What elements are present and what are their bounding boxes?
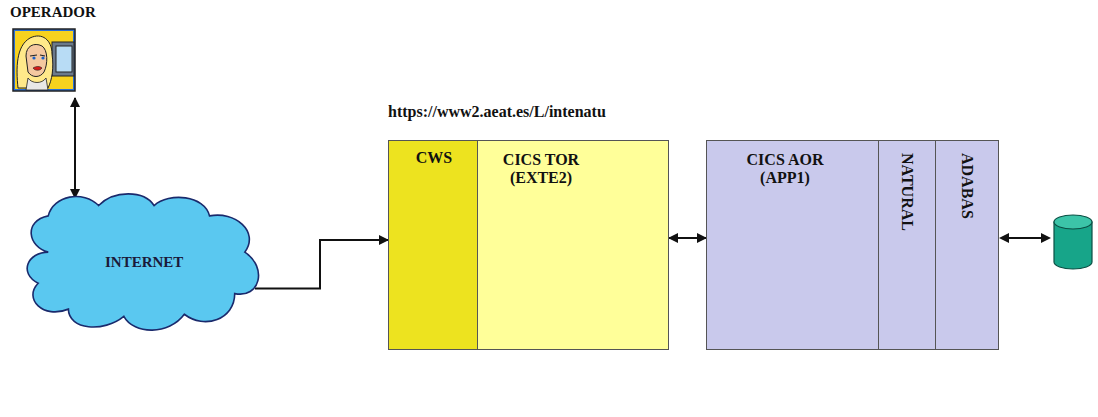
arrow-head <box>1041 233 1051 243</box>
cloud-label: INTERNET <box>105 254 183 271</box>
adabas-box: ADABAS <box>935 140 999 350</box>
natural-box: NATURAL <box>878 140 936 350</box>
aor-box: CICS AOR (APP1) <box>706 140 879 350</box>
connector-arrow <box>669 237 706 239</box>
url-label: https://www2.aeat.es/L/intenatu <box>388 103 606 121</box>
connector-arrow <box>74 98 76 198</box>
cws-box: CWS <box>388 140 486 350</box>
component-label: CICS AOR (APP1) <box>725 151 845 188</box>
component-label: CICS TOR (EXTE2) <box>486 151 596 188</box>
actor-label: OPERADOR <box>10 4 122 21</box>
layer-label: NATURAL <box>898 153 916 231</box>
internet-cloud: INTERNET <box>18 190 270 335</box>
layer-label: ADABAS <box>958 153 976 219</box>
tor-box: CICS TOR (EXTE2) <box>477 140 669 350</box>
connector-arrow <box>255 240 388 289</box>
operator-icon: OPERADOR <box>6 2 118 96</box>
component-label: CWS <box>389 149 479 167</box>
arrow-head <box>999 233 1009 243</box>
operator-picture <box>12 28 76 92</box>
data-link <box>1006 237 1044 239</box>
database-cylinder <box>1054 215 1092 269</box>
